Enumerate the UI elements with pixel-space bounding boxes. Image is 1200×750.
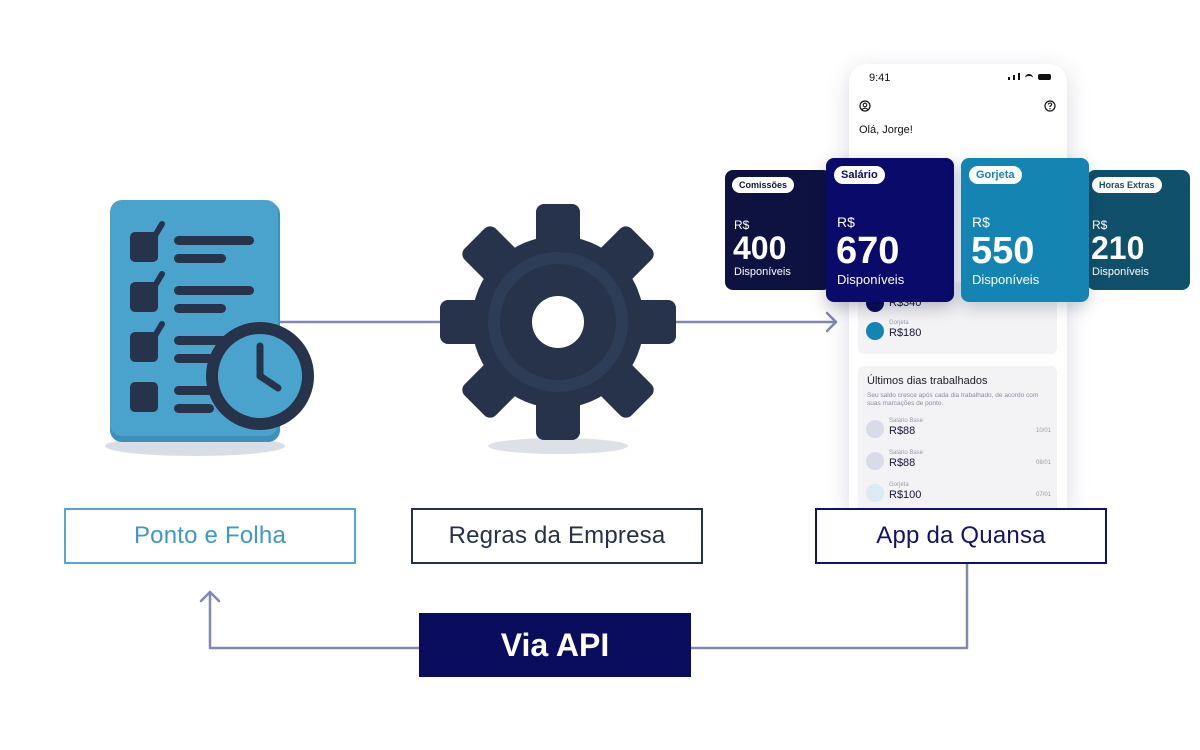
gear-icon (440, 204, 676, 454)
row-amount: R$88 (889, 425, 916, 437)
card-value: 210 (1091, 230, 1145, 266)
arrow-head-2 (825, 311, 838, 333)
row-amount: R$180 (889, 327, 922, 339)
row-date: 07/01 (1035, 492, 1051, 498)
row-caption: Gorjeta (889, 482, 909, 488)
card-sub: Disponíveis (734, 266, 791, 278)
check-icon (866, 420, 884, 438)
row-amount: R$100 (889, 489, 922, 501)
status-time: 9:41 (869, 72, 891, 84)
return-line-right (689, 562, 969, 650)
row-caption: Salário Base (889, 418, 924, 424)
greeting: Olá, Jorge! (859, 124, 913, 136)
card-chip: Horas Extras (1092, 177, 1162, 193)
row-date: 08/01 (1035, 460, 1051, 466)
card-currency: R$ (734, 218, 750, 232)
card-horas-extras: Horas Extras R$ 210 Disponíveis (1087, 170, 1190, 290)
card-sub: Disponíveis (972, 272, 1040, 287)
help-icon[interactable] (1044, 100, 1056, 112)
user-icon[interactable] (859, 100, 871, 112)
return-line-left (208, 590, 421, 650)
via-api-box: Via API (419, 613, 691, 677)
return-arrow-head (199, 590, 221, 603)
status-icons (1008, 73, 1051, 80)
row-amount: R$88 (889, 457, 916, 469)
label-app-da-quansa: App da Quansa (815, 508, 1107, 564)
card-comissoes: Comissões R$ 400 Disponíveis (725, 170, 831, 290)
list-item: Gorjeta R$100 07/01 (866, 480, 1051, 506)
card-chip: Comissões (732, 177, 795, 193)
worked-days-panel: Últimos dias trabalhados Seu saldo cresc… (858, 366, 1057, 508)
card-chip: Salário (834, 166, 885, 184)
list-item: Salário Base R$88 10/01 (866, 416, 1051, 442)
card-value: 400 (733, 230, 787, 266)
card-value: 550 (971, 230, 1035, 272)
label-regras-da-empresa: Regras da Empresa (411, 508, 703, 564)
list-item: Salário Base R$88 08/01 (866, 448, 1051, 474)
row-caption: Gorjeta (889, 320, 909, 326)
label-ponto-e-folha: Ponto e Folha (64, 508, 356, 564)
checklist-clock-icon (105, 200, 314, 456)
card-currency: R$ (837, 214, 855, 230)
section-title: Últimos dias trabalhados (867, 375, 988, 387)
check-icon (866, 452, 884, 470)
card-sub: Disponíveis (1092, 266, 1149, 278)
card-value: 670 (836, 230, 900, 272)
card-gorjeta: Gorjeta R$ 550 Disponíveis (961, 158, 1089, 302)
check-icon (866, 484, 884, 502)
list-item: Gorjeta R$180 (866, 318, 1051, 344)
card-currency: R$ (1092, 218, 1108, 232)
card-salario: Salário R$ 670 Disponíveis (826, 158, 954, 302)
card-currency: R$ (972, 214, 990, 230)
card-sub: Disponíveis (837, 272, 905, 287)
section-description: Seu saldo cresce após cada dia trabalhad… (867, 392, 1039, 407)
tip-icon (866, 322, 884, 340)
card-chip: Gorjeta (969, 166, 1022, 184)
row-caption: Salário Base (889, 450, 924, 456)
row-date: 10/01 (1035, 428, 1051, 434)
